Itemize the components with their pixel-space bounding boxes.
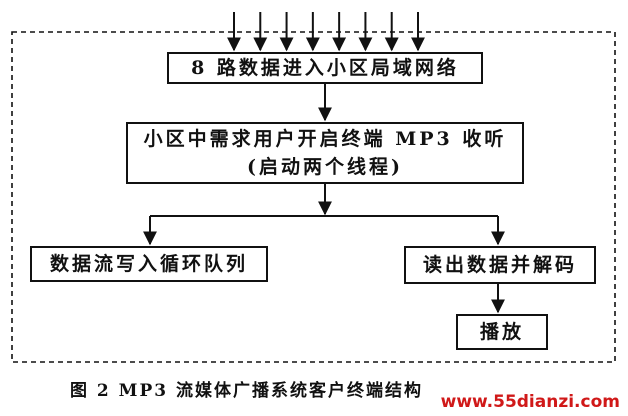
write-queue-box-label: 数据流写入循环队列 (49, 253, 248, 275)
write-queue-box: 数据流写入循环队列 (30, 246, 268, 282)
watermark-text: www.55dianzi.com (440, 392, 620, 412)
network-box-label: 8 路数据进入小区局域网络 (191, 57, 459, 79)
request-box-label-line2: (启动两个线程) (247, 156, 403, 178)
request-box: 小区中需求用户开启终端 MP3 收听 (启动两个线程) (126, 122, 524, 184)
request-box-label-line1: 小区中需求用户开启终端 MP3 收听 (143, 128, 507, 150)
network-box: 8 路数据进入小区局域网络 (167, 52, 483, 84)
figure-caption: 图 2 MP3 流媒体广播系统客户终端结构 (70, 381, 424, 401)
play-box-label: 播放 (479, 321, 524, 343)
decode-box-label: 读出数据并解码 (422, 254, 577, 276)
input-arrows (227, 12, 425, 52)
decode-box: 读出数据并解码 (404, 246, 596, 284)
play-box: 播放 (456, 314, 548, 350)
